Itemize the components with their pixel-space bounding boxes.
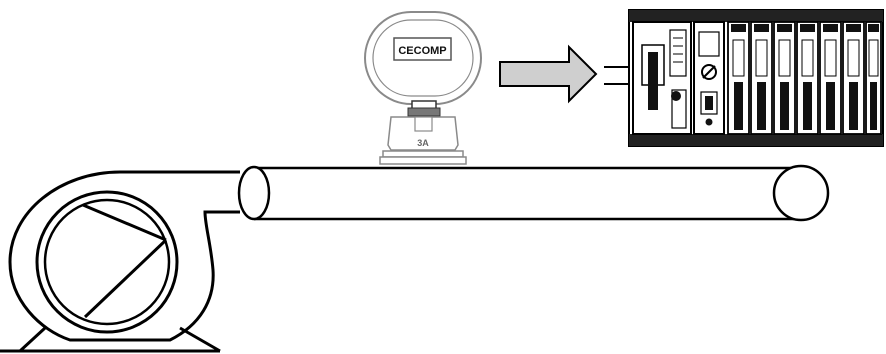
blower-housing: [8, 170, 240, 342]
transmitter-brand-label: CECOMP: [398, 45, 446, 57]
plc-io-module-4: [796, 21, 819, 135]
transmitter-fitting: [387, 116, 459, 151]
plc-io-module-6: [842, 21, 865, 135]
transmitter-flange-base: [379, 156, 467, 165]
plc-cpu-module: [693, 21, 725, 135]
blower-blade-1: [82, 203, 167, 242]
transmitter-fitting-window: [414, 116, 433, 132]
signal-arrow-icon: [499, 44, 629, 104]
transmitter-nut: [407, 107, 441, 117]
pipe-inlet-end: [237, 165, 271, 221]
blower-blade-2: [83, 238, 168, 319]
transmitter-display: [393, 37, 452, 61]
blower-impeller-ring: [35, 190, 179, 334]
plc-io-module-2: [750, 21, 773, 135]
blower-foot-right: [179, 326, 221, 353]
transmitter-housing-inner: [372, 19, 474, 97]
blower-foot-left: [18, 326, 47, 353]
blower-icon: [0, 170, 240, 353]
pressure-transmitter-icon: CECOMP 3A: [364, 11, 482, 165]
signal-arrow-shape: [499, 44, 598, 104]
plc-io-module-3: [773, 21, 796, 135]
plc-io-module-7: [865, 21, 882, 135]
plc-bottom-rail: [629, 134, 883, 146]
transmitter-fitting-label: 3A: [417, 138, 429, 148]
plc-io-module-1: [727, 21, 750, 135]
plc-io-module-5: [819, 21, 842, 135]
transmitter-flange: [382, 150, 464, 158]
pipe: [237, 164, 830, 222]
plc-power-supply: [632, 21, 692, 135]
blower-impeller-hub: [43, 198, 171, 326]
plc-top-rail: [629, 10, 883, 22]
plc-rack-icon: [628, 9, 884, 147]
pipe-outlet-end: [772, 164, 830, 222]
